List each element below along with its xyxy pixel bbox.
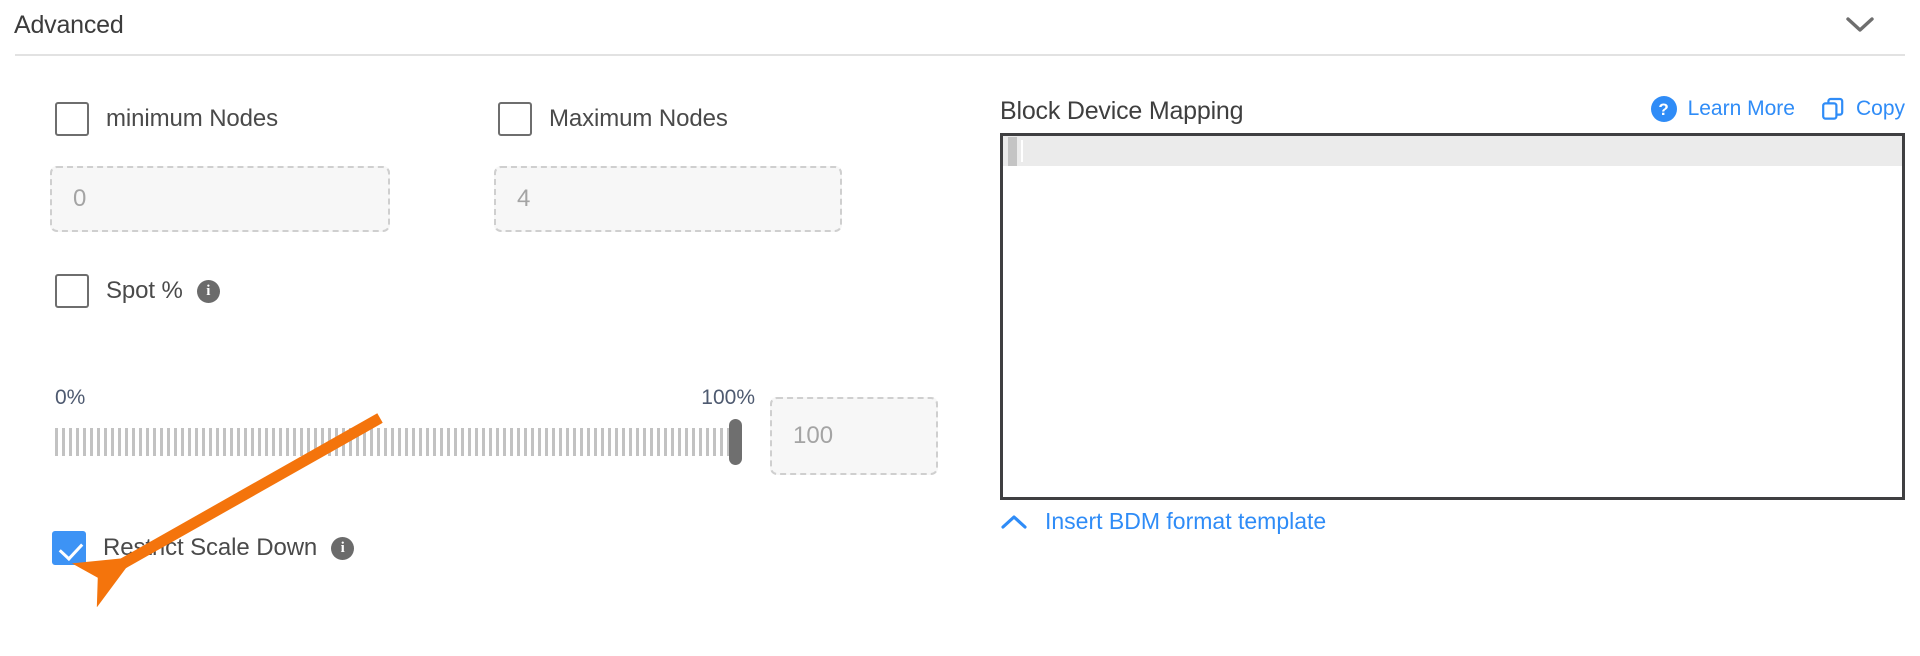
restrict-scale-down-label: Restrict Scale Down <box>103 534 318 561</box>
chevron-down-icon[interactable] <box>1838 8 1882 42</box>
slider-range-labels: 0% 100% <box>55 386 755 414</box>
spot-percent-label: Spot % <box>106 277 183 304</box>
editor-caret <box>1021 140 1023 162</box>
slider-thumb[interactable] <box>729 419 742 465</box>
section-header: Advanced <box>0 0 1920 56</box>
copy-label: Copy <box>1855 97 1905 120</box>
question-circle-icon: ? <box>1650 96 1677 122</box>
bdm-actions: ? Learn More Copy <box>1650 96 1905 122</box>
block-device-mapping-panel: Block Device Mapping ? Learn More Copy <box>960 56 1920 656</box>
maximum-nodes-label: Maximum Nodes <box>549 105 728 132</box>
minimum-nodes-row: minimum Nodes <box>55 102 278 136</box>
insert-bdm-template-label: Insert BDM format template <box>1045 508 1327 534</box>
maximum-nodes-input[interactable]: 4 <box>494 166 842 232</box>
spot-percent-slider[interactable] <box>55 419 742 465</box>
minimum-nodes-checkbox[interactable] <box>55 102 89 136</box>
copy-button[interactable]: Copy <box>1821 97 1905 121</box>
learn-more-label: Learn More <box>1687 97 1795 120</box>
chevron-up-icon <box>1000 514 1028 530</box>
insert-bdm-template-button[interactable]: Insert BDM format template <box>1000 508 1326 535</box>
restrict-scale-down-info-icon[interactable]: i <box>331 536 355 560</box>
minimum-nodes-label: minimum Nodes <box>106 105 279 132</box>
bdm-code-editor[interactable] <box>1000 133 1905 500</box>
page-title: Advanced <box>14 11 124 39</box>
editor-gutter-marker <box>1008 137 1017 166</box>
copy-icon <box>1821 97 1845 121</box>
maximum-nodes-checkbox[interactable] <box>498 102 532 136</box>
slider-min-label: 0% <box>55 386 86 409</box>
header-divider <box>15 54 1905 56</box>
spot-percent-row: Spot % i <box>55 274 220 308</box>
spot-percent-checkbox[interactable] <box>55 274 89 308</box>
block-device-mapping-title: Block Device Mapping <box>1000 97 1244 125</box>
spot-percent-value-input[interactable]: 100 <box>770 397 938 475</box>
slider-max-label: 100% <box>701 386 755 409</box>
learn-more-button[interactable]: ? Learn More <box>1650 96 1795 122</box>
maximum-nodes-row: Maximum Nodes <box>498 102 728 136</box>
left-column: minimum Nodes 0 Maximum Nodes 4 Spot % i… <box>0 56 960 656</box>
editor-active-line <box>1003 136 1902 166</box>
spot-percent-slider-group: 0% 100% <box>55 386 755 465</box>
restrict-scale-down-row: Restrict Scale Down i <box>52 531 355 565</box>
minimum-nodes-input[interactable]: 0 <box>50 166 390 232</box>
restrict-scale-down-checkbox[interactable] <box>52 531 86 565</box>
spot-percent-info-icon[interactable]: i <box>196 279 220 303</box>
